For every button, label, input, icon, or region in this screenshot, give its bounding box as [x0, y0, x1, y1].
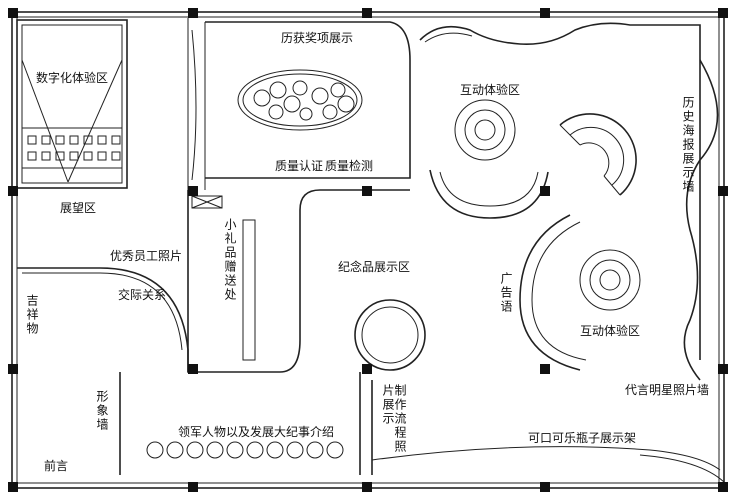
label-gift-area: 小礼品赠送处	[223, 218, 237, 302]
label-interactive-1: 互动体验区	[460, 83, 521, 97]
digital-zone-room	[16, 19, 128, 189]
lower-corridor	[119, 372, 725, 483]
label-history-wall: 历史海报展示墙	[681, 96, 695, 194]
staff-photo-wall	[17, 267, 189, 372]
label-interactive-2: 互动体验区	[580, 324, 641, 338]
history-wall-curve	[683, 59, 719, 381]
label-awards: 历获奖项展示	[281, 31, 354, 45]
label-preface: 前言	[44, 459, 69, 473]
label-leaders: 领军人物以及发展大纪事介绍	[178, 425, 335, 439]
label-quality: 质量认证	[275, 159, 324, 173]
souvenir-ring	[354, 299, 426, 371]
label-relations: 交际关系	[118, 288, 167, 302]
label-coke-shelf: 可口可乐瓶子展示架	[528, 431, 637, 445]
gift-corridor	[187, 189, 410, 373]
seat-row-2	[27, 151, 121, 161]
label-souvenir: 纪念品展示区	[338, 260, 411, 274]
amphitheater	[559, 113, 637, 196]
label-star-wall: 代言明星照片墙	[625, 383, 710, 397]
label-image-wall: 形象墙	[95, 390, 109, 432]
label-inspection: 质量检测	[325, 159, 374, 173]
label-ad-slogan: 广告语	[499, 272, 513, 314]
awards-room	[187, 18, 411, 190]
interactive-zone-1	[419, 22, 701, 360]
columns	[8, 8, 728, 492]
seat-row-1	[27, 135, 121, 145]
interactive-zone-2	[519, 214, 641, 371]
label-staff-photos: 优秀员工照片	[110, 249, 183, 263]
label-mascot: 吉祥物	[25, 294, 39, 336]
label-digital-zone: 数字化体验区	[36, 71, 109, 85]
label-process-photos: 制作流程照片展示	[381, 384, 407, 454]
label-viewing-area: 展望区	[60, 201, 97, 215]
